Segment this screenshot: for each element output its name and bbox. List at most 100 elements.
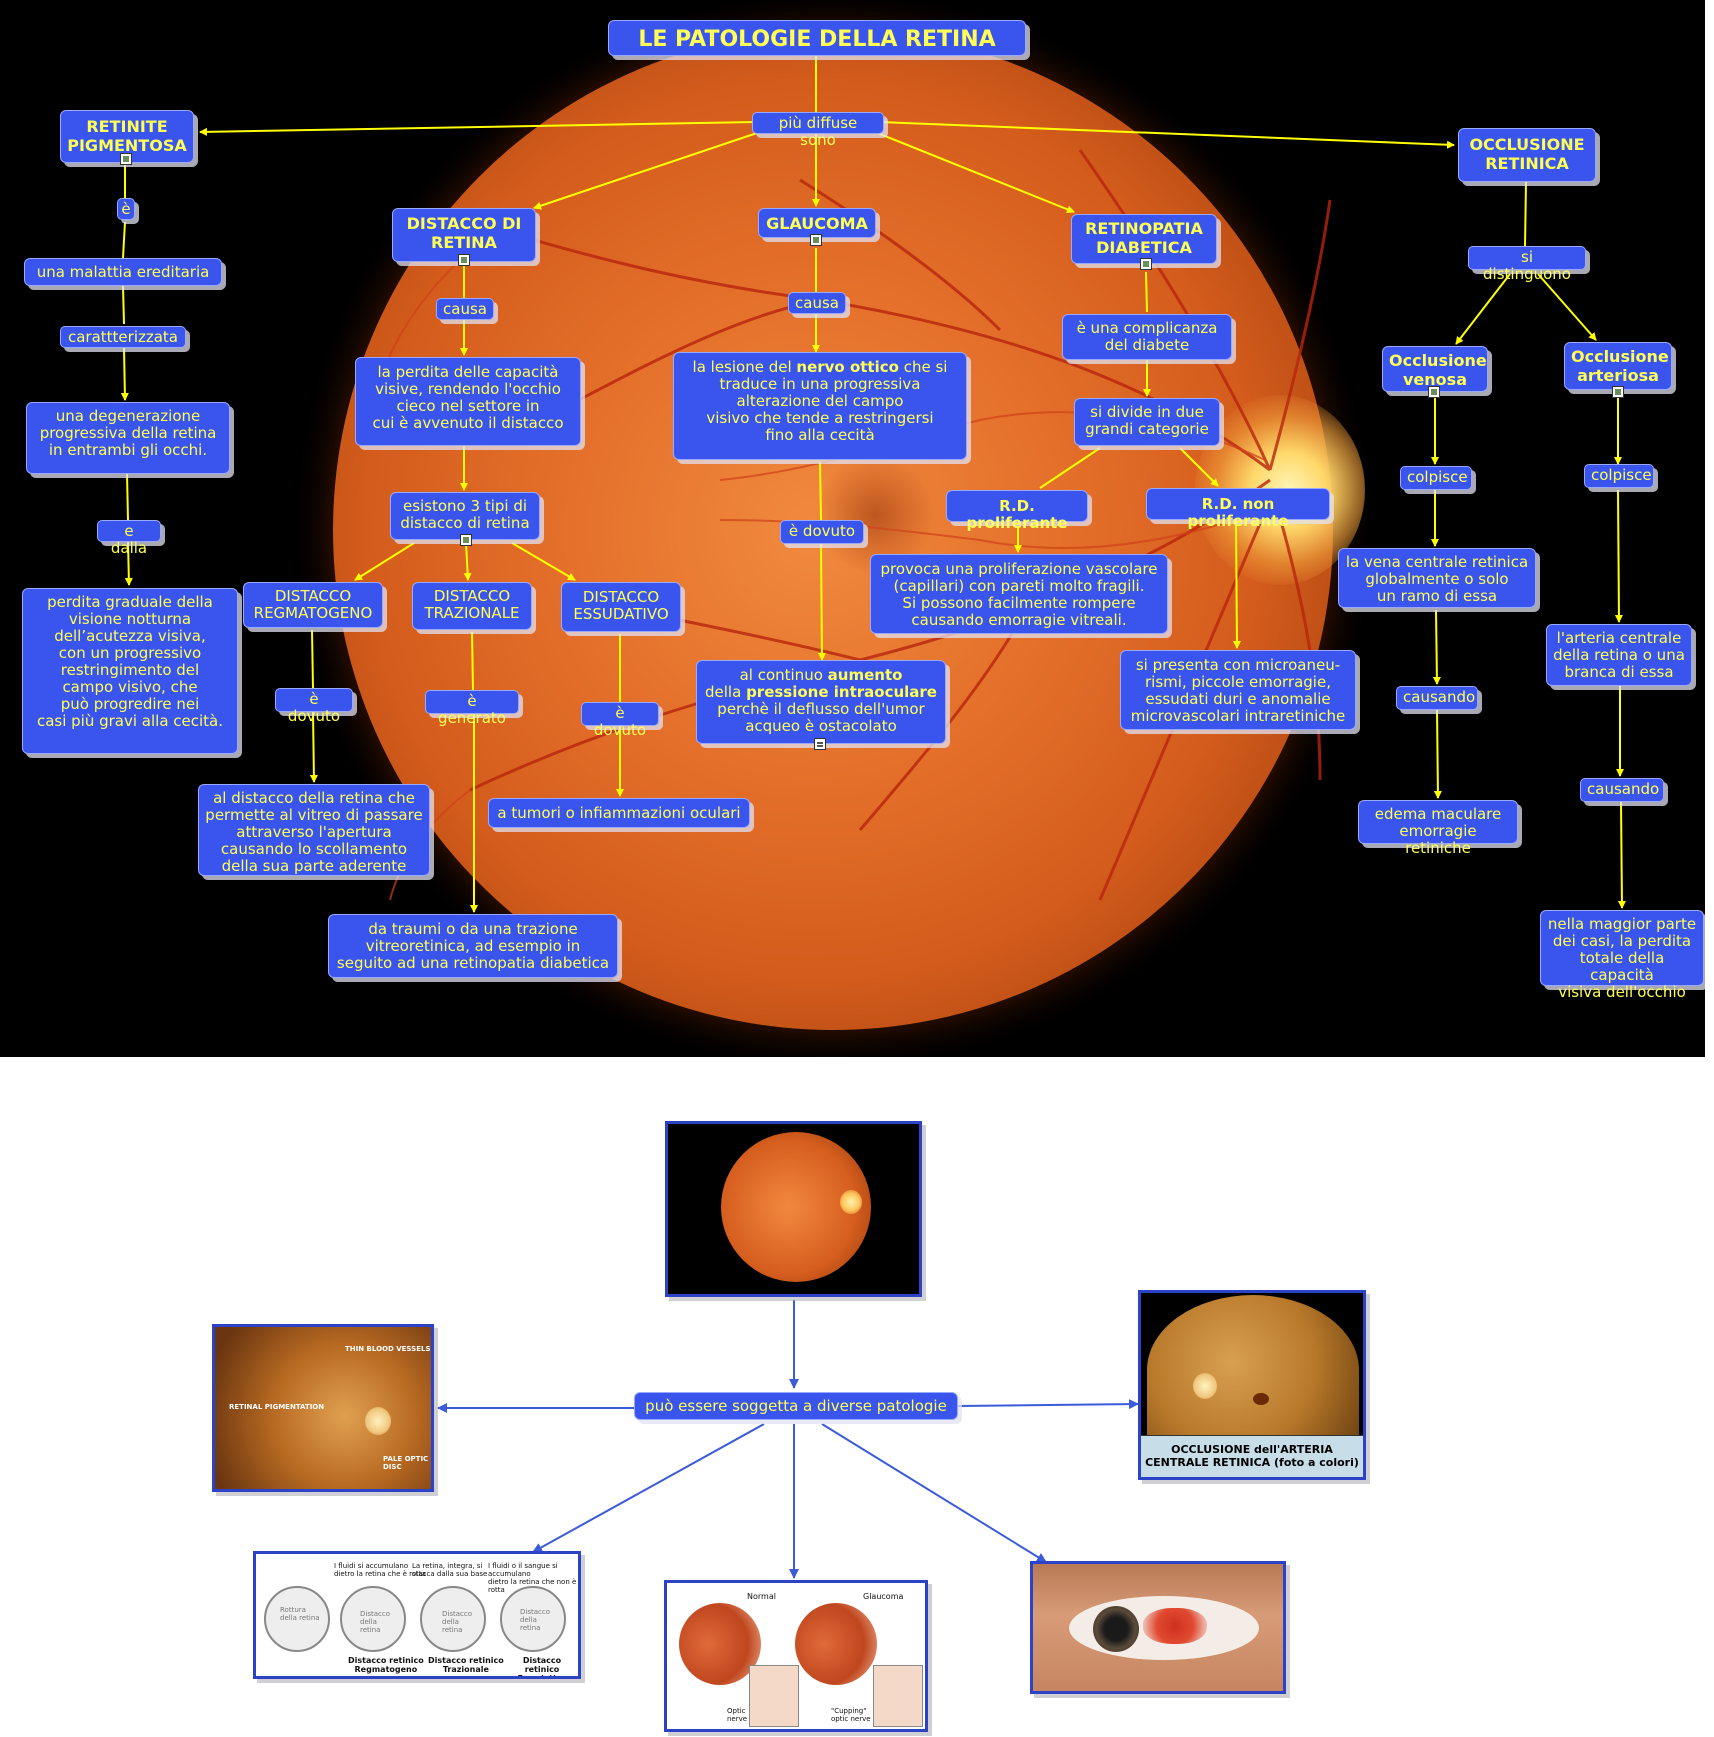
link-label-causa: causa: [788, 292, 846, 314]
eye-diagram-regmatogeno: [340, 1586, 406, 1652]
node-traumi-trazione[interactable]: da traumi o da una trazione vitreoretini…: [328, 914, 618, 978]
node-distacco-di-retina[interactable]: DISTACCO DI RETINA: [392, 208, 536, 262]
link-label-causando: causando: [1580, 778, 1664, 802]
label-optic-nerve: Optic nerve: [727, 1707, 748, 1723]
node-distacco-regmatogeno[interactable]: DISTACCO REGMATOGENO: [243, 582, 383, 628]
text-bold-pressione: pressione intraoculare: [746, 683, 937, 701]
text-segment: che si traduce in una progressiva altera…: [706, 358, 948, 444]
caption-regmatogeno-top: I fluidi si accumulano dietro la retina …: [334, 1562, 426, 1578]
node-divide-due-categorie[interactable]: si divide in due grandi categorie: [1074, 398, 1220, 446]
thumb-normal-fundus[interactable]: [665, 1121, 922, 1297]
node-distacco-trazionale[interactable]: DISTACCO TRAZIONALE: [412, 582, 532, 630]
text-bold-aumento: aumento: [827, 666, 903, 684]
node-proliferazione-vascolare[interactable]: provoca una proliferazione vascolare (ca…: [870, 554, 1168, 634]
caption-trazionale-top: La retina, integra, si stacca dalla sua …: [412, 1562, 488, 1578]
caption-essudativo-top: I fluidi o il sangue si accumulano dietr…: [488, 1562, 577, 1594]
node-distacco-essudativo[interactable]: DISTACCO ESSUDATIVO: [561, 582, 681, 632]
eye-diagram-trazionale: [420, 1586, 486, 1652]
label-rottura-retina: Rottura della retina: [280, 1606, 320, 1622]
eye-diagram-essudativo: [500, 1586, 566, 1652]
label-cupping-optic-nerve: "Cupping" optic nerve: [831, 1707, 871, 1723]
cherry-red-spot: [1253, 1393, 1269, 1405]
link-label-piu-diffuse: più diffuse sono: [752, 112, 884, 149]
label-normal: Normal: [747, 1592, 776, 1601]
thumb-retinite-pigmentosa[interactable]: THIN BLOOD VESSELS RETINAL PIGMENTATION …: [212, 1324, 434, 1492]
node-perdita-capacita-visive[interactable]: la perdita delle capacità visive, renden…: [355, 357, 581, 446]
optic-disc: [840, 1190, 862, 1214]
node-perdita-visione-notturna[interactable]: perdita graduale della visione notturna …: [22, 588, 238, 754]
cupping-nerve-inset: [873, 1665, 923, 1727]
node-rd-proliferante[interactable]: R.D. proliferante: [946, 490, 1088, 532]
link-label-e-dalla: e dalla: [97, 520, 161, 557]
text-bold-nervo-ottico: nervo ottico: [796, 358, 899, 376]
image-attachment-icon[interactable]: [460, 534, 472, 546]
optic-nerve-inset: [749, 1665, 799, 1727]
link-label-caratterizzata: carattterizzata: [60, 326, 186, 348]
node-puo-essere-soggetta[interactable]: può essere soggetta a diverse patologie: [634, 1392, 958, 1420]
concept-map-panel: LE PATOLOGIE DELLA RETINA più diffuse so…: [0, 0, 1705, 1057]
eye-diagram-normal: [264, 1586, 330, 1652]
node-rd-non-proliferante[interactable]: R.D. non proliferante: [1146, 488, 1330, 530]
image-attachment-icon[interactable]: [458, 254, 470, 266]
link-label-e-dovuto: è dovuto: [275, 688, 353, 725]
node-arteria-centrale[interactable]: l'arteria centrale della retina o una br…: [1546, 624, 1692, 686]
image-attachment-icon[interactable]: [1612, 386, 1624, 398]
link-label-e-generato: è generato: [425, 690, 519, 727]
document-attachment-icon[interactable]: [814, 738, 826, 750]
thumb-emorragia-occhio[interactable]: [1030, 1561, 1286, 1694]
node-occlusione-venosa[interactable]: Occlusione venosa: [1382, 346, 1488, 392]
node-perdita-capacita-visiva[interactable]: nella maggior parte dei casi, la perdita…: [1540, 910, 1704, 1001]
node-distacco-retina-vitreo[interactable]: al distacco della retina che permette al…: [198, 784, 430, 876]
image-attachment-icon[interactable]: [1140, 258, 1152, 270]
thumb-occlusione-arteria[interactable]: OCCLUSIONE dell'ARTERIA CENTRALE RETINIC…: [1138, 1290, 1366, 1480]
link-label-causando: causando: [1396, 686, 1478, 710]
link-label-e-dovuto: è dovuto: [780, 520, 864, 544]
label-thin-blood-vessels: THIN BLOOD VESSELS: [345, 1345, 431, 1353]
eye-glaucoma-illustration: [795, 1603, 877, 1685]
link-label-colpisce: colpisce: [1584, 464, 1654, 488]
optic-disc: [1193, 1373, 1217, 1399]
caption-occlusione-arteria: OCCLUSIONE dell'ARTERIA CENTRALE RETINIC…: [1141, 1435, 1363, 1477]
link-label-si-distinguono: si distinguono: [1468, 246, 1586, 283]
link-label-e: è: [117, 198, 135, 220]
caption-essudativo: Distacco retinico Essudativo: [517, 1656, 567, 1679]
node-complicanza-diabete[interactable]: è una complicanza del diabete: [1062, 314, 1232, 360]
node-microaneurismi[interactable]: si presenta con microaneu- rismi, piccol…: [1120, 650, 1356, 730]
text-segment: la lesione del: [692, 358, 797, 376]
image-attachment-icon[interactable]: [120, 153, 132, 165]
thumb-glaucoma[interactable]: Normal Glaucoma Optic nerve "Cupping" op…: [664, 1580, 928, 1732]
fundus-photo: [1147, 1295, 1359, 1445]
text-segment: della: [705, 683, 742, 701]
node-edema-maculare[interactable]: edema maculare emorragie retiniche: [1358, 800, 1518, 857]
node-tumori-infiammazioni[interactable]: a tumori o infiammazioni oculari: [488, 798, 750, 828]
node-retinopatia-diabetica[interactable]: RETINOPATIA DIABETICA: [1071, 214, 1217, 264]
text-segment: al continuo: [739, 666, 828, 684]
eye-photo-iris: [1093, 1606, 1139, 1652]
label-pale-optic-disc: PALE OPTIC DISC: [383, 1455, 429, 1471]
node-vena-centrale[interactable]: la vena centrale retinica globalmente o …: [1338, 548, 1536, 608]
eye-normal-illustration: [679, 1603, 761, 1685]
image-attachment-icon[interactable]: [1428, 386, 1440, 398]
fundus-photo: [215, 1327, 431, 1489]
node-occlusione-retinica[interactable]: OCCLUSIONE RETINICA: [1458, 128, 1596, 182]
label-distacco-retina: Distacco della retina: [360, 1610, 390, 1634]
node-aumento-pressione-intraoculare[interactable]: al continuo aumento della pressione intr…: [696, 660, 946, 744]
link-label-causa: causa: [436, 298, 494, 320]
node-occlusione-arteriosa[interactable]: Occlusione arteriosa: [1564, 342, 1672, 390]
map-title: LE PATOLOGIE DELLA RETINA: [608, 20, 1026, 56]
label-retinal-pigmentation: RETINAL PIGMENTATION: [229, 1403, 325, 1411]
pale-optic-disc: [365, 1407, 391, 1435]
link-label-colpisce: colpisce: [1400, 466, 1472, 490]
node-degenerazione-progressiva[interactable]: una degenerazione progressiva della reti…: [26, 402, 230, 474]
node-malattia-ereditaria[interactable]: una malattia ereditaria: [24, 258, 222, 286]
link-label-e-dovuto: è dovuto: [581, 702, 659, 739]
text-segment: perchè il deflusso dell'umor acqueo è os…: [717, 700, 925, 735]
label-distacco-retina: Distacco della retina: [442, 1610, 472, 1634]
node-lesione-nervo-ottico[interactable]: la lesione del nervo ottico che si tradu…: [673, 352, 967, 460]
label-distacco-retina: Distacco della retina: [520, 1608, 550, 1632]
thumb-tipi-distacco[interactable]: I fluidi si accumulano dietro la retina …: [253, 1551, 581, 1679]
node-tre-tipi-distacco[interactable]: esistono 3 tipi di distacco di retina: [390, 492, 540, 540]
image-attachment-icon[interactable]: [810, 234, 822, 246]
caption-regmatogeno: Distacco retinico Regmatogeno: [348, 1656, 424, 1674]
label-glaucoma: Glaucoma: [863, 1592, 904, 1601]
